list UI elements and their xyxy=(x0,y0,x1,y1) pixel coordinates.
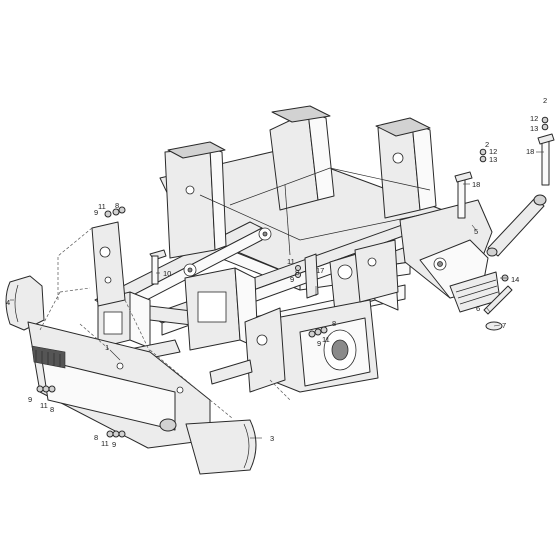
callout-11: 11 xyxy=(40,401,48,410)
callout-8: 8 xyxy=(332,319,336,328)
callout-8: 8 xyxy=(295,268,299,277)
callout-7: 7 xyxy=(502,321,506,330)
callout-1: 1 xyxy=(105,343,109,352)
callout-17: 17 xyxy=(316,266,324,275)
callout-2: 2 xyxy=(485,140,489,149)
callout-18: 18 xyxy=(526,147,534,156)
callout-13: 13 xyxy=(489,155,497,164)
callout-3: 3 xyxy=(270,434,274,443)
callout-9: 9 xyxy=(290,275,294,284)
callout-14: 14 xyxy=(511,275,519,284)
assembly-guide-lines xyxy=(39,227,291,419)
callout-9: 9 xyxy=(28,395,32,404)
callout-4: 4 xyxy=(6,298,10,307)
callout-11: 11 xyxy=(98,202,106,211)
fastener-hardware xyxy=(36,116,555,438)
callout-2: 2 xyxy=(543,96,547,105)
callout-leaders xyxy=(10,151,544,439)
callout-9: 9 xyxy=(317,339,321,348)
callout-labels: 1 2 2 3 4 5 6 7 8 8 8 8 8 9 9 9 9 9 10 1… xyxy=(6,96,547,449)
callout-11: 11 xyxy=(322,335,330,344)
callout-12: 12 xyxy=(489,147,497,156)
callout-11: 11 xyxy=(287,257,295,266)
callout-9: 9 xyxy=(94,208,98,217)
callout-11: 11 xyxy=(101,439,109,448)
callout-12: 12 xyxy=(530,114,538,123)
callout-9: 9 xyxy=(112,440,116,449)
callout-8: 8 xyxy=(115,201,119,210)
callout-8: 8 xyxy=(50,405,54,414)
callout-5: 5 xyxy=(474,227,478,236)
callout-18: 18 xyxy=(472,180,480,189)
callout-6: 6 xyxy=(476,304,480,313)
main-frame xyxy=(91,105,501,393)
callout-13: 13 xyxy=(530,124,538,133)
callout-8: 8 xyxy=(94,433,98,442)
callout-10: 10 xyxy=(163,269,171,278)
